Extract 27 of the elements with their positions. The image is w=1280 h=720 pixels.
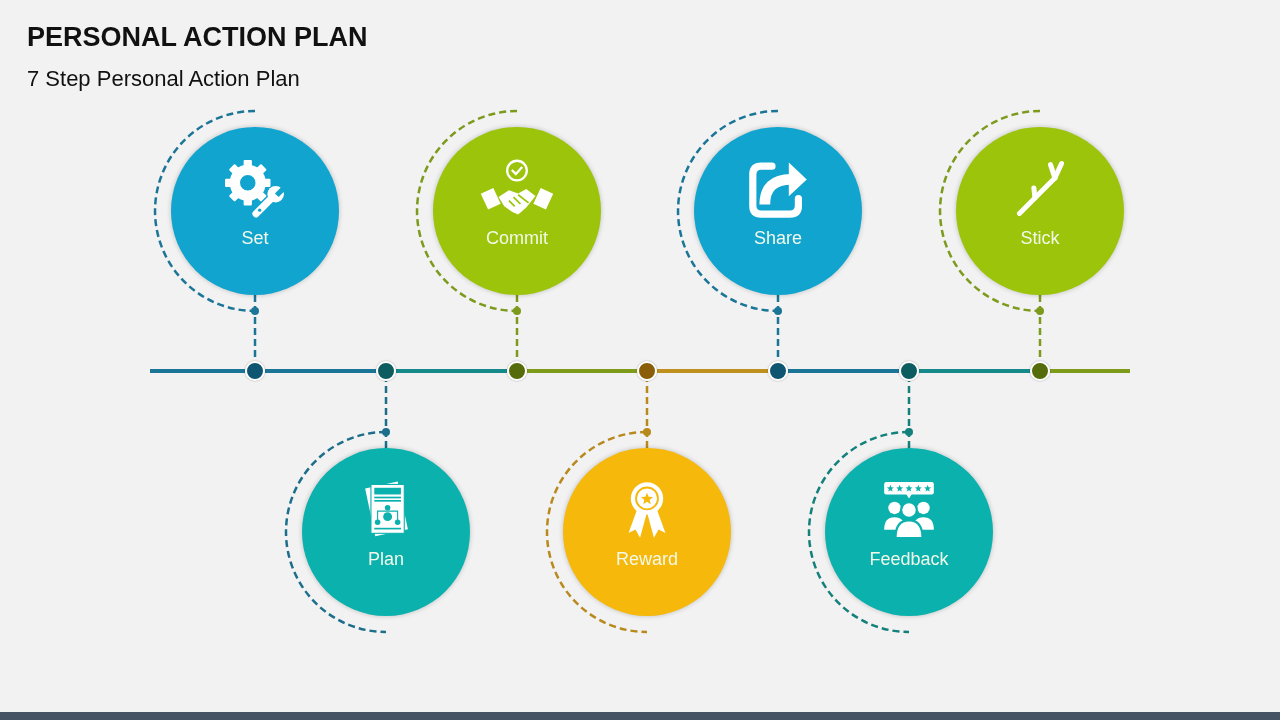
timeline-line <box>396 369 507 373</box>
timeline-dot <box>376 361 396 381</box>
step-label: Stick <box>1020 227 1060 249</box>
step-label: Reward <box>616 548 678 570</box>
timeline-dot <box>899 361 919 381</box>
step-label: Set <box>241 227 269 249</box>
step-label: Share <box>753 227 802 249</box>
timeline-line <box>150 369 245 373</box>
timeline-dot <box>507 361 527 381</box>
timeline-line <box>1050 369 1130 373</box>
step-label: Commit <box>486 227 548 249</box>
step-label: Plan <box>368 548 404 570</box>
dashed-leader-line <box>645 381 649 448</box>
timeline-line <box>919 369 1030 373</box>
timeline-line <box>657 369 768 373</box>
subtitle: 7 Step Personal Action Plan <box>27 65 300 93</box>
timeline-line <box>527 369 637 373</box>
timeline-dot <box>637 361 657 381</box>
timeline-dot <box>245 361 265 381</box>
timeline-line <box>265 369 376 373</box>
dashed-leader-line <box>907 381 911 448</box>
timeline-dot <box>768 361 788 381</box>
title: PERSONAL ACTION PLAN <box>27 21 368 53</box>
dashed-leader-line <box>384 381 388 448</box>
timeline-dot <box>1030 361 1050 381</box>
step-label: Feedback <box>869 548 949 570</box>
timeline-line <box>788 369 899 373</box>
